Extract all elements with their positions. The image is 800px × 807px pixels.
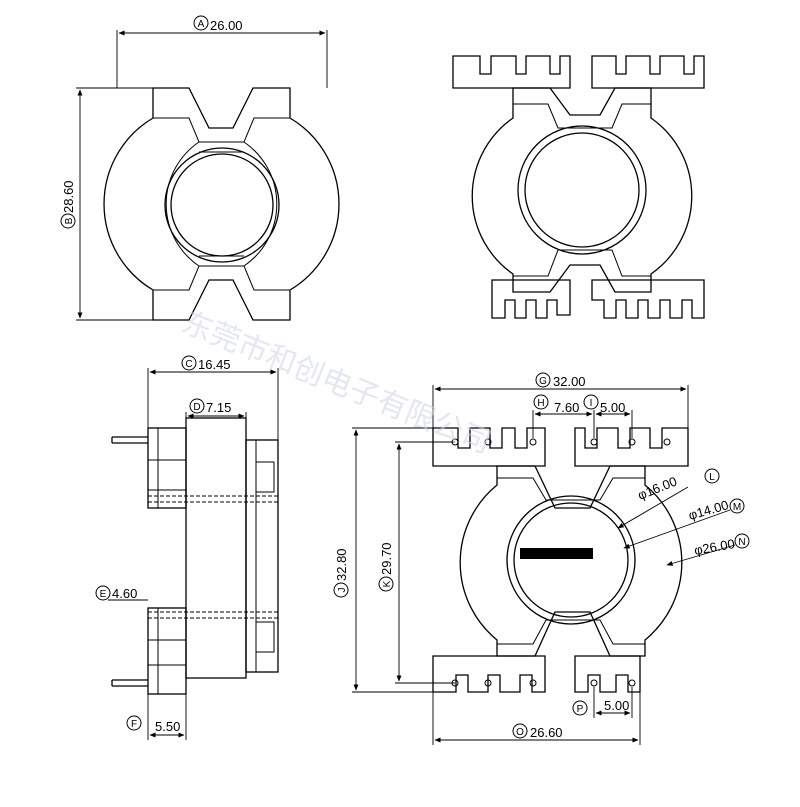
dim-p-letter: P [577,704,584,715]
dim-g-value: 32.00 [553,374,586,389]
dim-f-value: 5.50 [155,719,180,734]
dim-i-letter: I [590,398,593,409]
dim-c-value: 16.45 [198,357,231,372]
dimension-j: J 32.80 [333,427,433,693]
dim-b-value: 28.60 [61,180,76,213]
dim-m-letter: M [733,502,741,513]
dimension-f: F 5.50 [126,678,187,740]
redacted-bar [520,548,593,559]
dimension-l-m-n: φ16.00 L φ14.00 M φ26.00 N [617,468,750,566]
dim-m-value: φ14.00 [687,497,731,523]
dimension-b: B 28.60 [60,87,153,321]
dimension-e: E 4.60 [95,585,148,601]
dim-n-value: φ26.00 [693,536,736,558]
watermark: 东莞市和创电子有限公司 [177,305,496,461]
bottom-left-side-view [111,417,279,695]
dim-d-value: 7.15 [206,400,231,415]
top-right-perspective-view [452,55,705,319]
dim-k-letter: K [382,580,393,587]
dim-d-letter: D [193,402,200,413]
dimension-c: C 16.45 [147,355,279,440]
dim-f-letter: F [131,719,137,730]
dim-j-value: 32.80 [334,548,349,581]
dim-e-letter: E [100,589,107,600]
dimension-o: O 26.60 [432,692,641,745]
bottom-right-front-view [432,427,689,693]
dim-c-letter: C [185,359,192,370]
dim-h-value: 7.60 [554,400,579,415]
dim-k-value: 29.70 [379,542,394,575]
top-left-end-view [103,87,340,321]
dimension-k: K 29.70 [378,441,455,684]
dim-j-letter: J [337,588,348,593]
dim-o-value: 26.60 [530,725,563,740]
dim-b-letter: B [64,217,75,224]
dim-o-letter: O [516,727,524,738]
dim-a-letter: A [198,19,205,30]
dimension-a: A 26.00 [116,15,328,88]
dim-a-value: 26.00 [210,18,243,33]
dimension-p: P 5.00 [572,687,633,718]
dim-p-value: 5.00 [604,698,629,713]
dim-e-value: 4.60 [112,586,137,601]
dim-g-letter: G [539,376,547,387]
watermark-text: 东莞市和创电子有限公司 [177,305,496,461]
dim-n-letter: N [738,537,745,548]
dim-i-value: 5.00 [600,400,625,415]
dimension-g: G 32.00 [432,372,689,428]
dim-l-letter: L [709,472,715,483]
dim-h-letter: H [537,398,544,409]
dimension-h-i: H 7.60 I 5.00 [532,394,633,438]
dimension-d: D 7.15 [185,398,247,440]
